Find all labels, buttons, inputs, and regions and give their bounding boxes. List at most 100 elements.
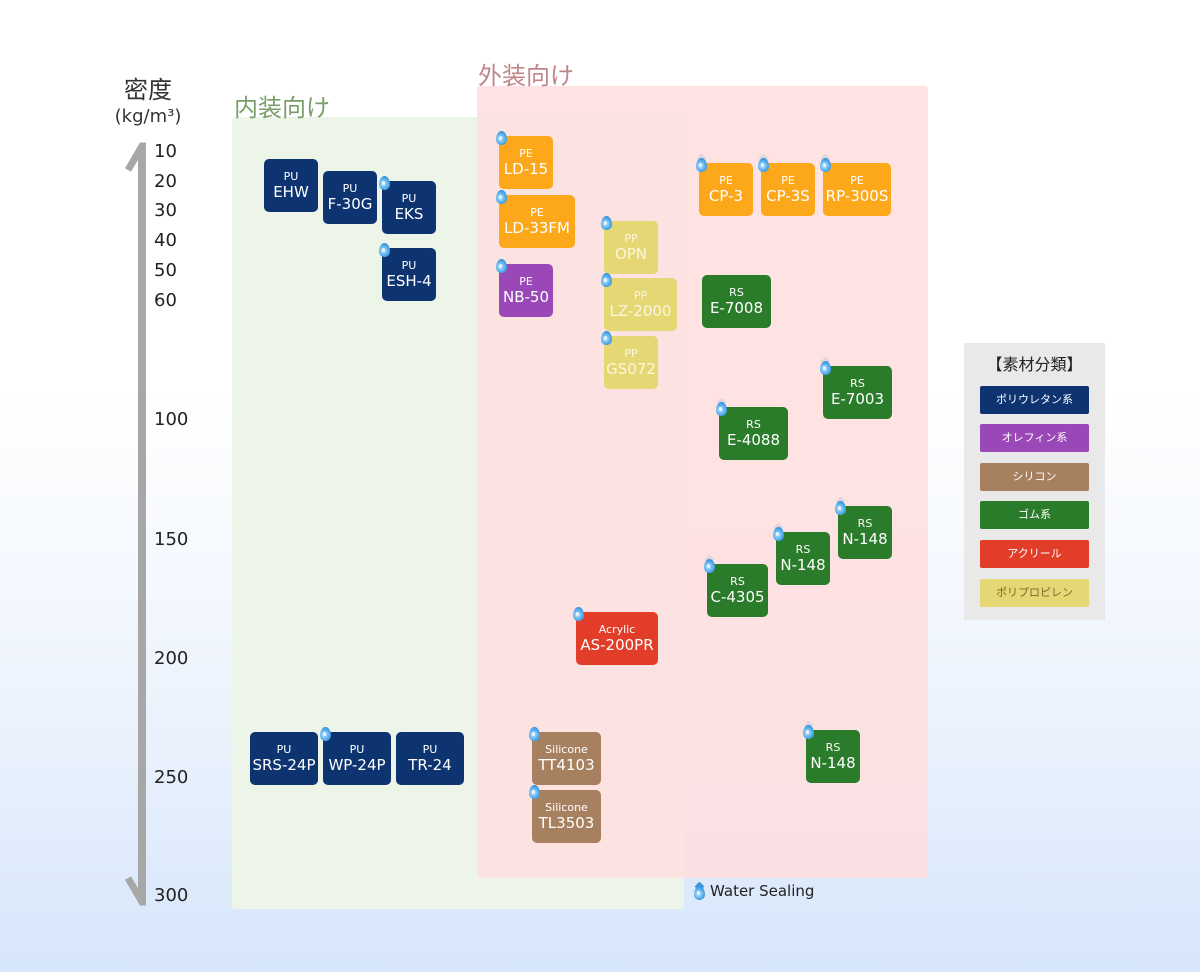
axis-tick-60: 60 bbox=[154, 290, 177, 311]
water-drop-icon bbox=[496, 259, 507, 273]
product-name: EKS bbox=[394, 204, 424, 223]
product-name: GS072 bbox=[606, 359, 656, 378]
product-material: RS bbox=[730, 574, 745, 588]
product-material: PP bbox=[633, 288, 648, 302]
product-name: N-148 bbox=[842, 529, 888, 548]
product-material: Silicone bbox=[545, 800, 588, 814]
product-name: SRS-24P bbox=[252, 755, 316, 774]
water-drop-icon bbox=[320, 727, 331, 741]
water-drop-icon bbox=[694, 886, 705, 900]
product-material: PU bbox=[401, 191, 417, 205]
product-material: PE bbox=[530, 205, 544, 219]
product-name: RP-300S bbox=[825, 186, 889, 205]
product-name: AS-200PR bbox=[580, 635, 654, 654]
product-material: PU bbox=[283, 169, 299, 183]
product-name: E-7003 bbox=[830, 389, 885, 408]
product-material: RS bbox=[857, 516, 873, 530]
water-drop-icon bbox=[573, 607, 584, 621]
product-name: TL3503 bbox=[538, 813, 595, 832]
water-drop-icon bbox=[704, 559, 715, 573]
product-name: WP-24P bbox=[328, 755, 386, 774]
product-material: RS bbox=[729, 285, 744, 299]
axis-tick-30: 30 bbox=[154, 200, 177, 221]
product-material: PU bbox=[276, 742, 292, 756]
product-name: C-4305 bbox=[710, 587, 765, 606]
product-name: N-148 bbox=[780, 555, 826, 574]
axis-unit: (kg/m³) bbox=[114, 106, 182, 127]
product-material: RS bbox=[850, 376, 865, 390]
product-material: PU bbox=[349, 742, 365, 756]
product-material: PU bbox=[342, 181, 358, 195]
axis-title: 密度 bbox=[124, 76, 172, 104]
axis-tick-10: 10 bbox=[154, 141, 177, 162]
product-name: LD-33FM bbox=[504, 218, 570, 237]
axis-tick-40: 40 bbox=[154, 230, 177, 251]
product-name: N-148 bbox=[810, 753, 856, 772]
product-material: PE bbox=[850, 173, 864, 187]
product-name: E-7008 bbox=[709, 298, 764, 317]
water-drop-icon bbox=[529, 785, 540, 799]
legend-item-polypropylene: ポリプロピレン bbox=[980, 579, 1089, 607]
water-drop-icon bbox=[716, 402, 727, 416]
product-material: PU bbox=[422, 742, 438, 756]
exterior-zone-label: 外装向け bbox=[478, 62, 574, 90]
product-material: PE bbox=[781, 173, 795, 187]
product-material: Acrylic bbox=[598, 622, 636, 636]
water-drop-icon bbox=[820, 361, 831, 375]
product-material: PE bbox=[519, 146, 533, 160]
interior-zone-label: 内装向け bbox=[234, 94, 330, 122]
axis-tick-50: 50 bbox=[154, 260, 177, 281]
density-axis-bar bbox=[138, 146, 146, 902]
axis-arrow-bottom bbox=[124, 876, 146, 906]
axis-arrowheads bbox=[124, 142, 146, 906]
product-material: PP bbox=[624, 346, 638, 360]
legend-item-acrylic: アクリール bbox=[980, 540, 1089, 568]
legend-title: 【素材分類】 bbox=[986, 355, 1083, 374]
axis-tick-150: 150 bbox=[154, 529, 189, 550]
product-name: CP-3 bbox=[708, 186, 744, 205]
legend-item-rubber: ゴム系 bbox=[980, 501, 1089, 529]
water-drop-icon bbox=[496, 190, 507, 204]
water-sealing-label: Water Sealing bbox=[710, 882, 815, 900]
product-name: ESH-4 bbox=[386, 271, 432, 290]
product-name: OPN bbox=[614, 244, 648, 263]
water-drop-icon bbox=[835, 501, 846, 515]
water-drop-icon bbox=[601, 331, 612, 345]
product-material: PE bbox=[519, 274, 533, 288]
product-material: PU bbox=[401, 258, 417, 272]
product-name: TT4103 bbox=[538, 755, 595, 774]
product-name: TR-24 bbox=[408, 755, 452, 774]
legend-item-olefin: オレフィン系 bbox=[980, 424, 1089, 452]
product-material: RS bbox=[795, 542, 811, 556]
product-name: EHW bbox=[273, 182, 309, 201]
axis-tick-200: 200 bbox=[154, 648, 189, 669]
axis-tick-250: 250 bbox=[154, 767, 189, 788]
water-drop-icon bbox=[601, 273, 612, 287]
water-drop-icon bbox=[758, 158, 769, 172]
water-drop-icon bbox=[820, 158, 831, 172]
material-legend: 【素材分類】 ポリウレタン系 オレフィン系 シリコン ゴム系 アクリール ポリプ… bbox=[964, 343, 1105, 620]
